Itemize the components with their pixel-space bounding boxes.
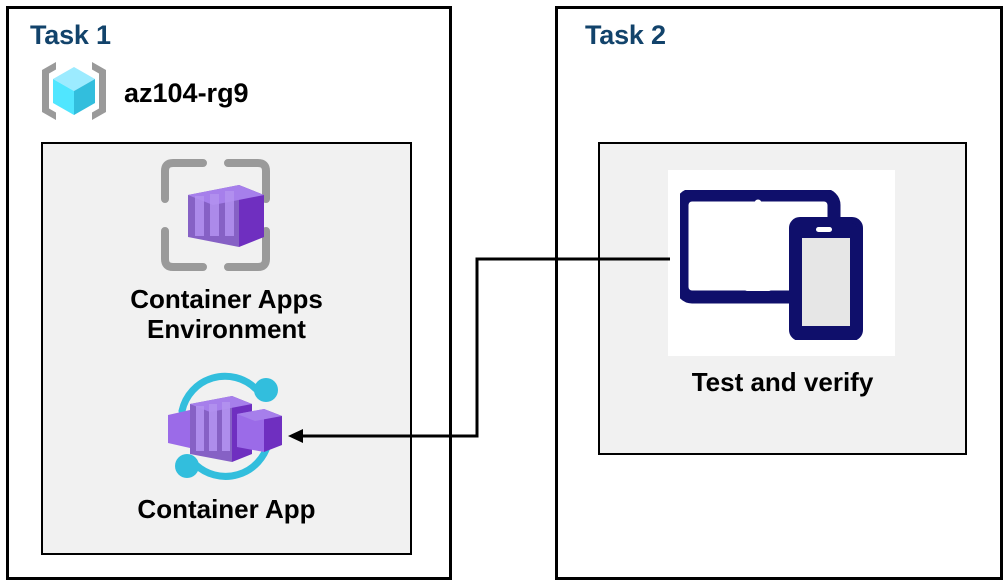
resource-group-name: az104-rg9 — [124, 78, 249, 108]
task-2-title: Task 2 — [585, 20, 666, 50]
container-apps-environment-icon — [157, 155, 274, 281]
devices-test-icon — [675, 188, 886, 345]
test-and-verify-label: Test and verify — [691, 367, 874, 397]
container-app-label: Container App — [137, 494, 316, 524]
task-1-title: Task 1 — [30, 20, 111, 50]
container-apps-environment-label: Container Apps Environment — [130, 284, 323, 344]
resource-group-header: az104-rg9 — [36, 58, 249, 129]
container-app-icon — [160, 372, 292, 487]
resource-group-icon — [36, 58, 112, 129]
